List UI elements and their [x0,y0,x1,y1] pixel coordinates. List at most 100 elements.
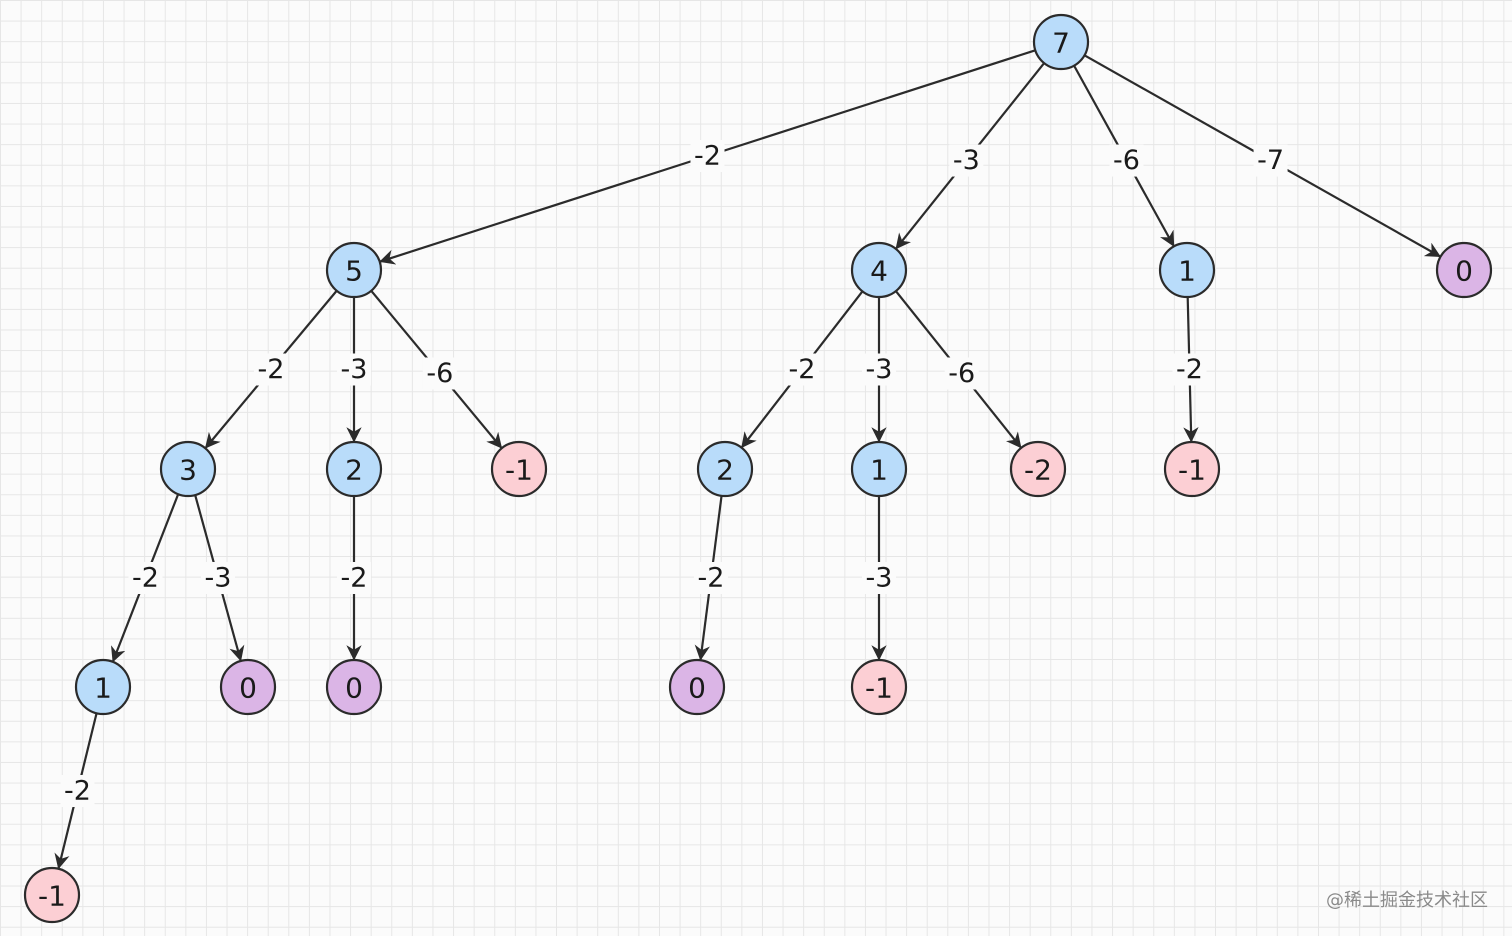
node-circle-positive [159,440,217,498]
node-value: -1 [1178,454,1206,487]
node-circle-negative [23,866,81,924]
edge-label: -6 [1113,145,1140,176]
node-value: -1 [505,454,533,487]
node-circle-negative [1163,440,1221,498]
node-n3: 3 [159,440,217,498]
node-circle-zero [1435,241,1493,299]
edge-n1a-nm1b: -2 [1172,296,1207,443]
edge-label: -2 [789,354,816,385]
node-circle-positive [696,440,754,498]
node-value: 0 [239,672,257,705]
node-circle-positive [1032,13,1090,71]
edge-n4-n1b: -3 [862,297,896,443]
edge-label-background [694,562,728,594]
edge-label: -3 [953,145,980,176]
node-n0a: 0 [1435,241,1493,299]
node-value: 2 [716,454,734,487]
edge-label-background [862,562,896,594]
node-value: 1 [870,454,888,487]
node-circle-zero [668,658,726,716]
edge-n7-n4: -3 [895,62,1046,250]
node-value: 7 [1052,27,1070,60]
node-nm1a: -1 [490,440,548,498]
node-circle-positive [325,440,383,498]
node-circle-positive [850,440,908,498]
edge-n3-n0b: -3 [194,494,245,662]
node-value: 0 [688,672,706,705]
edges-layer: -2-3-6-7-2-3-6-2-3-6-2-2-3-2-2-3-2 [54,49,1441,870]
edge-label: -2 [694,141,721,172]
node-value: 0 [345,672,363,705]
edge-label: -2 [341,563,368,594]
edge-label-background [201,562,235,594]
edge-label-background [862,353,896,386]
edge-n2b-n0d: -2 [694,495,728,661]
edge-label: -2 [258,354,285,385]
edge-label: -6 [948,358,975,389]
edge-label-background [128,562,163,594]
node-n1c: 1 [74,658,132,716]
edge-label-background [337,353,371,386]
edge-n7-n0a: -7 [1083,54,1441,258]
node-circle-negative [1009,440,1067,498]
watermark: @稀土掘金技术社区 [1326,890,1488,911]
edge-label: -6 [426,358,453,389]
node-value: -2 [1024,454,1052,487]
node-nm2: -2 [1009,440,1067,498]
node-value: 4 [870,255,888,288]
edge-n5-nm1a: -6 [370,290,503,449]
edge-n4-n2b: -2 [741,290,864,449]
nodes-layer: 7 5 4 1 0 3 2 -1 2 1 -2 -1 1 0 0 0 -1 -1 [23,13,1493,924]
node-value: 1 [94,672,112,705]
edge-label-background [1253,144,1288,177]
edge-n4-nm2: -6 [894,290,1022,449]
node-n1a: 1 [1158,241,1216,299]
node-n0b: 0 [219,658,277,716]
node-n2a: 2 [325,440,383,498]
edge-n1b-nm1c: -3 [862,496,896,661]
node-n0d: 0 [668,658,726,716]
edge-label: -3 [205,563,232,594]
node-value: 5 [345,255,363,288]
node-value: 1 [1178,255,1196,288]
edge-label-background [785,353,819,386]
edge-n1c-nm1d: -2 [54,712,98,870]
edge-label: -3 [866,354,893,385]
node-value: 2 [345,454,363,487]
edge-n7-n1a: -6 [1073,65,1175,247]
edge-label-background [1109,144,1144,177]
edge-label: -2 [132,563,159,594]
node-value: -1 [865,672,893,705]
edge-label-background [949,144,984,177]
node-circle-positive [1158,241,1216,299]
edge-n2a-n0c: -2 [337,496,371,661]
edge-n3-n1c: -2 [111,493,180,663]
edge-label: -3 [866,563,893,594]
edge-label-background [254,353,288,386]
node-n0c: 0 [325,658,383,716]
node-circle-positive [74,658,132,716]
node-n4: 4 [850,241,908,299]
node-circle-zero [325,658,383,716]
node-nm1c: -1 [850,658,908,716]
node-n7: 7 [1032,13,1090,71]
edge-label: -2 [1176,354,1203,385]
edge-label-background [60,775,95,807]
edge-label: -3 [341,354,368,385]
edge-n5-n2a: -3 [337,297,371,443]
edge-label: -2 [698,563,725,594]
edge-label-background [1172,353,1207,386]
node-nm1d: -1 [23,866,81,924]
edge-label-background [944,357,979,390]
edge-label-background [690,140,725,172]
node-value: 3 [179,454,197,487]
node-n5: 5 [325,241,383,299]
node-nm1b: -1 [1163,440,1221,498]
edge-label-background [422,357,457,390]
edge-label: -2 [64,776,91,807]
node-circle-negative [850,658,908,716]
edge-n5-n3: -2 [204,290,338,449]
node-value: -1 [38,880,66,913]
node-circle-positive [850,241,908,299]
